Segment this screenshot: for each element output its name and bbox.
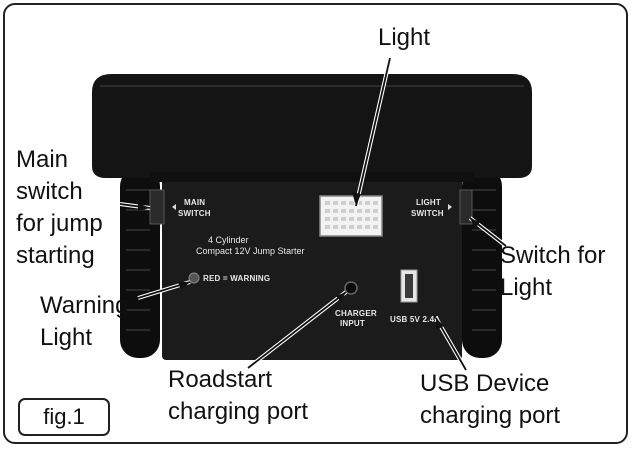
main-switch-arrow-icon	[172, 204, 176, 210]
callout-switch-for-light: Switch for Light	[500, 242, 606, 301]
callout-roadstart-port: Roadstart charging port	[168, 366, 309, 425]
arrowhead-main-switch	[138, 203, 150, 211]
figure-frame	[3, 3, 628, 444]
model-line-2: Compact 12V Jump Starter	[196, 246, 305, 256]
front-panel	[162, 176, 462, 360]
arrowhead-light	[352, 192, 361, 206]
callout-usb-port: USB Device charging port	[420, 370, 561, 429]
charger-label-1: CHARGER	[335, 309, 377, 318]
arrowhead-usb	[436, 318, 444, 330]
led-grid-icon	[325, 201, 378, 229]
usb-slot	[405, 274, 413, 298]
arrow-charger	[247, 291, 347, 369]
light-switch-arrow-icon	[448, 204, 452, 210]
callout-light: Light	[378, 24, 431, 51]
main-switch-label-2: SWITCH	[178, 209, 211, 218]
callout-warning-light: Warning Light	[40, 292, 129, 351]
light-switch-label-1: LIGHT	[416, 198, 441, 207]
main-switch-label-1: MAIN	[184, 198, 205, 207]
arrow-light	[355, 57, 391, 207]
panel-rim	[150, 172, 474, 182]
grip-ribs	[126, 189, 496, 331]
figure-label: fig.1	[18, 398, 110, 436]
callout-main-switch: Main switch for jump starting	[16, 146, 103, 269]
usb-label: USB 5V 2.4A	[390, 315, 440, 324]
warning-light	[188, 272, 200, 284]
main-switch[interactable]	[149, 189, 165, 225]
light-switch-label-2: SWITCH	[411, 209, 444, 218]
warning-label: RED = WARNING	[203, 274, 270, 283]
arrowhead-charger	[336, 292, 346, 302]
charger-input-port[interactable]	[344, 281, 358, 295]
charger-label-2: INPUT	[340, 319, 365, 328]
top-lid	[92, 74, 532, 178]
model-line-1: 4 Cylinder	[208, 235, 249, 245]
arrowheads	[138, 192, 480, 330]
light-switch[interactable]	[459, 189, 473, 225]
arrowhead-warning	[178, 282, 190, 290]
arrowhead-light-switch	[470, 218, 480, 229]
